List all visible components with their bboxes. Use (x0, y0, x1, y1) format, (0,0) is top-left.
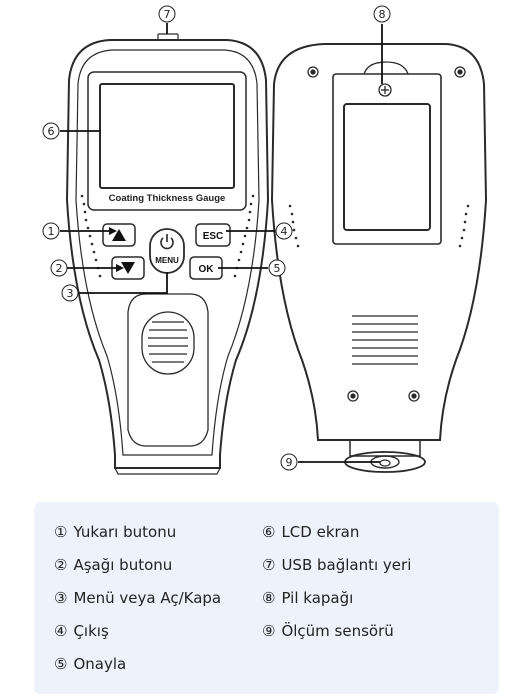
legend-number: ① (54, 522, 68, 541)
legend-column-right: ⑥ LCD ekran ⑦ USB bağlantı yeri ⑧ Pil kapağ… (262, 515, 411, 647)
svg-text:6: 6 (48, 125, 55, 138)
callout-arrowheads (109, 227, 124, 272)
front-grip-panel (127, 293, 209, 447)
legend-number: ⑦ (262, 555, 276, 574)
legend-number: ⑤ (54, 654, 68, 673)
down-arrow-icon (121, 262, 135, 274)
legend-item-battery-cover: ⑧ Pil kapağı (262, 581, 411, 614)
svg-text:3: 3 (67, 287, 74, 300)
legend-text: Menü veya Aç/Kapa (73, 588, 222, 607)
svg-text:4: 4 (281, 225, 288, 238)
legend-text: USB bağlantı yeri (281, 555, 412, 574)
legend-item-confirm: ⑤ Onayla (54, 647, 221, 680)
battery-cover (332, 73, 442, 245)
legend-item-up-button: ① Yukarı butonu (54, 515, 221, 548)
legend-number: ④ (54, 621, 68, 640)
back-body-outline (270, 43, 488, 441)
lcd-screen (99, 83, 235, 189)
front-foot (114, 467, 221, 475)
back-view (270, 43, 488, 473)
front-view (65, 33, 270, 475)
callout-lines (60, 23, 383, 463)
power-icon (160, 237, 174, 250)
svg-text:2: 2 (56, 262, 63, 275)
legend-item-exit: ④ Çıkış (54, 614, 221, 647)
ok-button-label: OK (199, 264, 215, 275)
svg-text:5: 5 (274, 262, 281, 275)
legend-number: ② (54, 555, 68, 574)
legend-text: Onayla (73, 654, 127, 673)
speaker-slots-front (148, 321, 188, 363)
legend-number: ⑧ (262, 588, 276, 607)
legend-number: ⑨ (262, 621, 276, 640)
legend-text: Yukarı butonu (73, 522, 177, 541)
front-body-inner (75, 49, 260, 456)
legend-number: ⑥ (262, 522, 276, 541)
legend-item-sensor: ⑨ Ölçüm sensörü (262, 614, 411, 647)
battery-screw-icon (378, 83, 392, 97)
battery-cover-tab (363, 61, 409, 75)
back-vent-slots (352, 315, 418, 365)
svg-text:7: 7 (164, 8, 171, 21)
legend-panel: ① Yukarı butonu ② Aşağı butonu ③ Menü veya … (34, 502, 499, 694)
callout-circles (42, 5, 391, 471)
legend-item-down-button: ② Aşağı butonu (54, 548, 221, 581)
callout-numbers: 7 6 1 2 3 4 5 8 9 (48, 8, 386, 469)
back-side-grips (288, 204, 470, 248)
legend-text: Çıkış (73, 621, 109, 640)
legend-item-menu-power: ③ Menü veya Aç/Kapa (54, 581, 221, 614)
legend-text: Ölçüm sensörü (281, 621, 394, 640)
speaker-grille-front (141, 311, 195, 375)
legend-number: ③ (54, 588, 68, 607)
menu-button-label: MENU (155, 256, 179, 265)
back-screws (307, 66, 466, 402)
legend-column-left: ① Yukarı butonu ② Aşağı butonu ③ Menü veya … (54, 515, 221, 680)
legend-item-usb-port: ⑦ USB bağlantı yeri (262, 548, 411, 581)
screen-label: Coating Thickness Gauge (109, 193, 226, 204)
up-arrow-icon (112, 229, 126, 241)
svg-text:8: 8 (379, 8, 386, 21)
legend-item-lcd-screen: ⑥ LCD ekran (262, 515, 411, 548)
battery-cover-inner (343, 103, 431, 231)
esc-button[interactable] (195, 223, 231, 247)
usb-port (157, 33, 179, 41)
svg-text:1: 1 (48, 225, 55, 238)
legend-text: Aşağı butonu (73, 555, 173, 574)
screen-bezel (87, 71, 247, 211)
legend-text: Pil kapağı (281, 588, 354, 607)
gauge-diagram: Coating Thickness Gauge ESC OK MENU (42, 5, 488, 475)
esc-button-label: ESC (203, 231, 224, 242)
svg-text:9: 9 (286, 456, 293, 469)
legend-text: LCD ekran (281, 522, 360, 541)
